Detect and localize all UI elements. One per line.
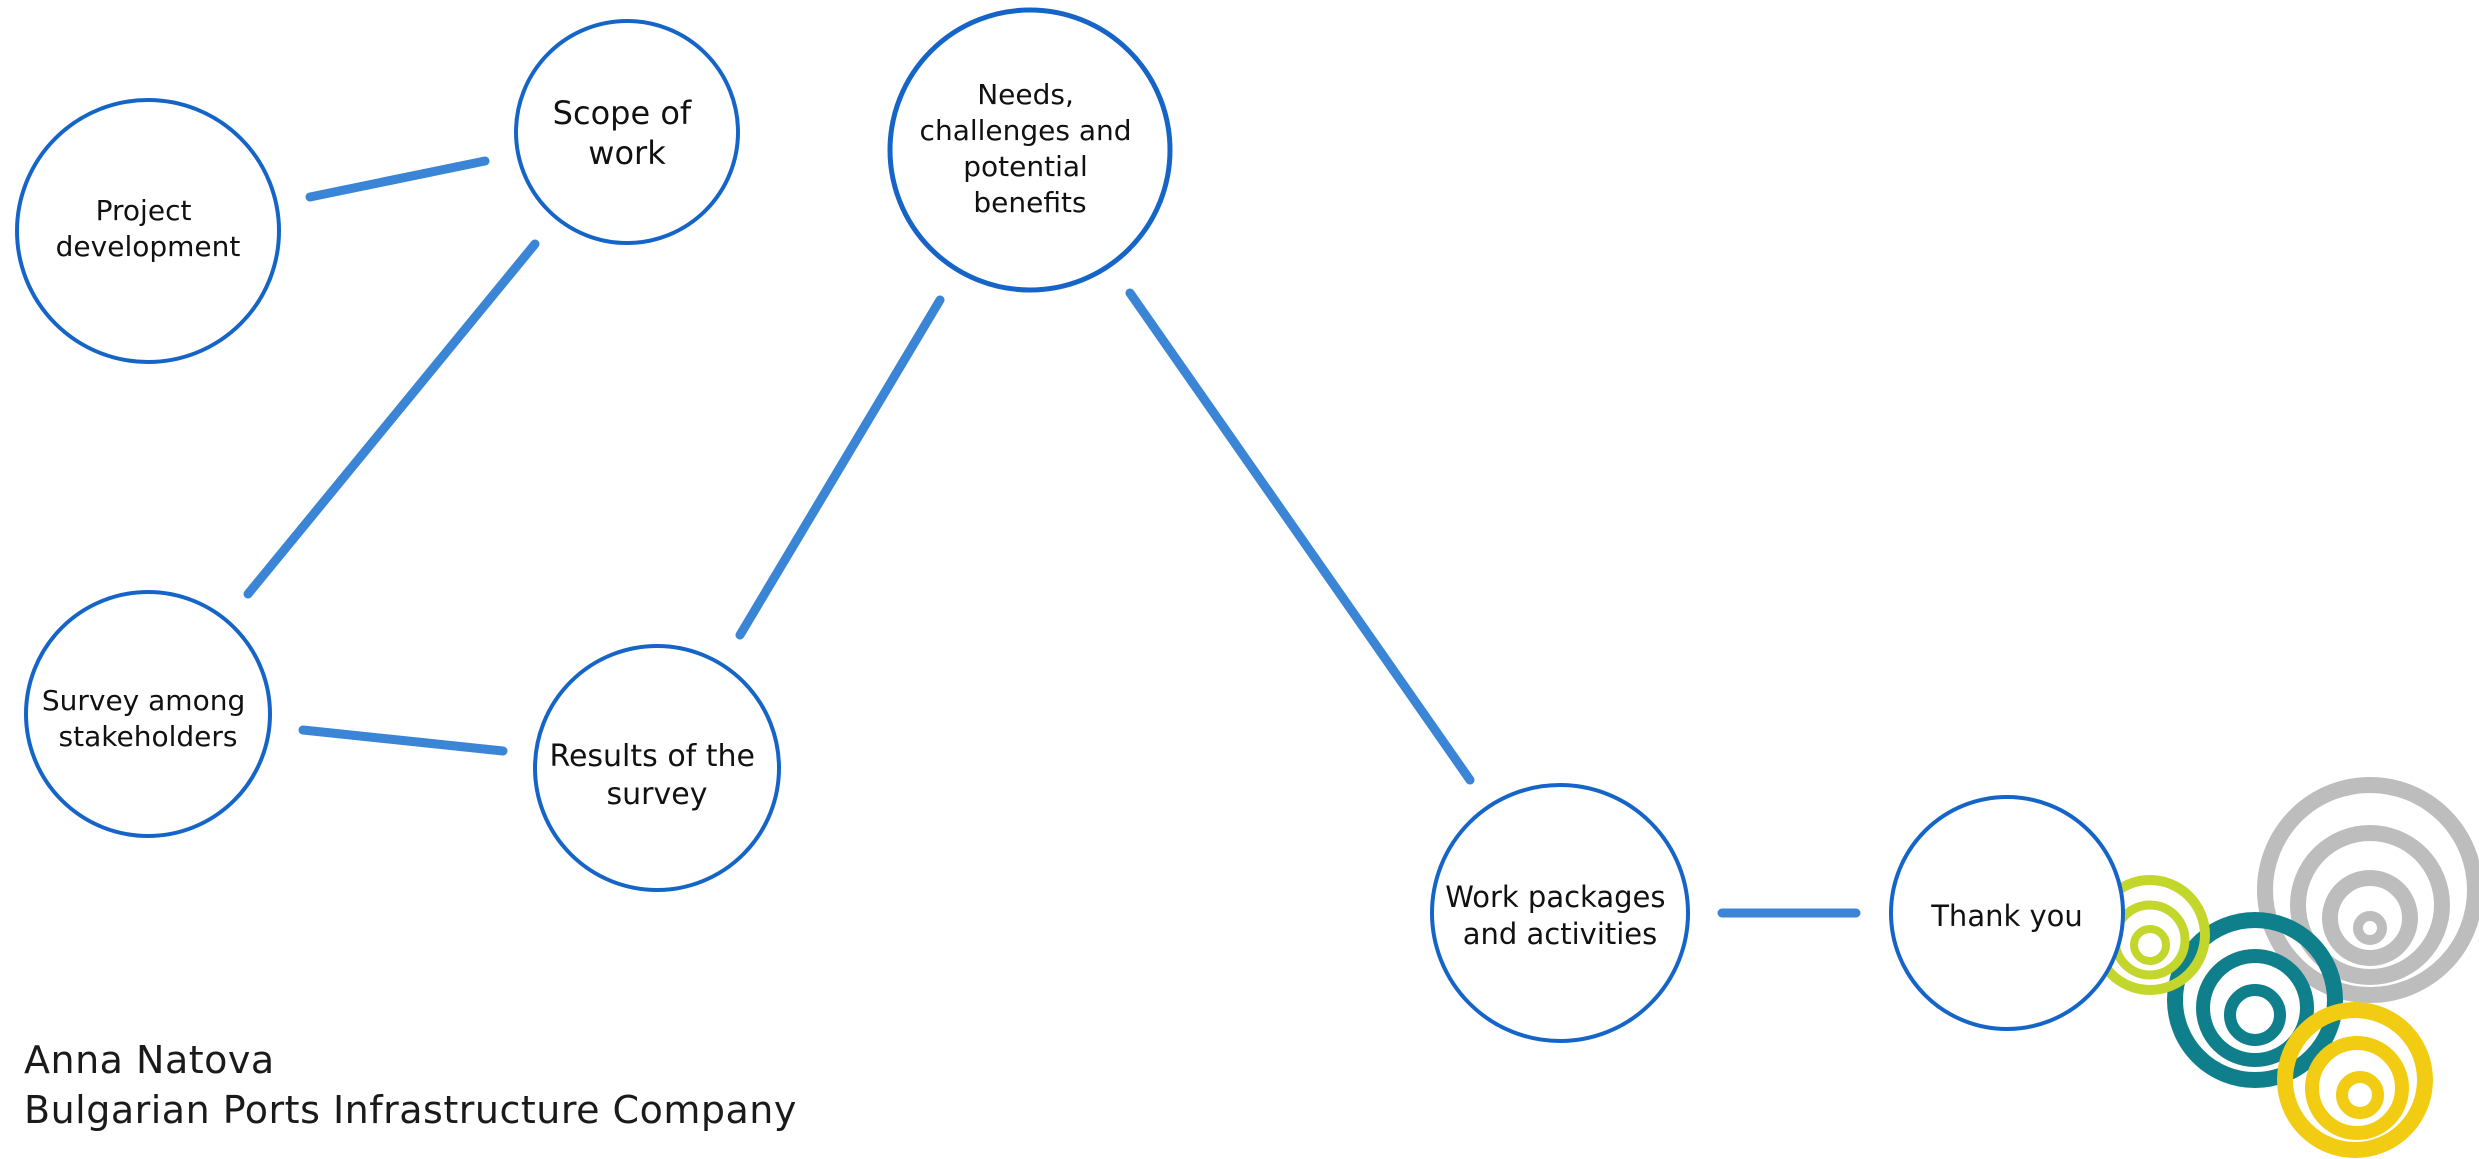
organization-name: Bulgarian Ports Infrastructure Company (24, 1088, 797, 1132)
concentric-circles-logo (2090, 777, 2479, 1158)
node-label-line: survey (607, 777, 708, 812)
node-scope-of-work: Scope of work (514, 19, 740, 245)
svg-text:Work packages and activi: Work packages and activities (1445, 880, 1674, 951)
svg-text:Results of the survey: Results of the survey (549, 739, 764, 812)
footer-credits: Anna Natova Bulgarian Ports Infrastructu… (24, 1035, 797, 1135)
connector-results-needs (735, 295, 945, 640)
node-label-line: work (588, 134, 666, 172)
node-label-line: benefits (973, 186, 1086, 219)
connector-scope-survey (243, 239, 540, 599)
connector-project-scope (305, 156, 490, 202)
connectors (243, 156, 1861, 918)
node-label-line: and activities (1463, 917, 1658, 951)
node-label-line: Survey among (42, 684, 245, 717)
node-results-of-survey: Results of the survey (533, 644, 781, 892)
node-survey-among-stakeholders: Survey among stakeholders (24, 590, 272, 838)
node-label-line: Results of the (549, 739, 755, 774)
node-label-line: development (56, 230, 241, 263)
node-thank-you: Thank you (1889, 795, 2125, 1031)
connector-survey-results (298, 725, 508, 756)
node-label-line: Work packages (1445, 880, 1665, 914)
node-label-line: Needs, (977, 78, 1074, 111)
node-needs-challenges: Needs, challenges and potential benefits (887, 7, 1173, 293)
svg-text:Thank you: Thank you (1930, 899, 2083, 933)
node-label-line: Thank you (1930, 899, 2083, 933)
svg-text:Survey among stakeholder: Survey among stakeholders (42, 684, 254, 753)
node-label-line: Project (96, 194, 192, 227)
author-name: Anna Natova (24, 1038, 275, 1082)
node-label-line: potential (963, 150, 1088, 183)
node-work-packages: Work packages and activities (1430, 783, 1690, 1043)
connector-needs-workpackages (1125, 288, 1475, 785)
node-label-line: Scope of (553, 94, 692, 132)
node-project-development: Project development (15, 98, 281, 364)
svg-text:Project development: Project development (56, 194, 241, 263)
node-label-line: stakeholders (59, 720, 238, 753)
node-label-line: challenges and (920, 114, 1132, 147)
svg-text:Scope of work: Scope of work (553, 94, 702, 172)
svg-text:Needs, challenges and: Needs, challenges and potential benefits (920, 78, 1141, 219)
